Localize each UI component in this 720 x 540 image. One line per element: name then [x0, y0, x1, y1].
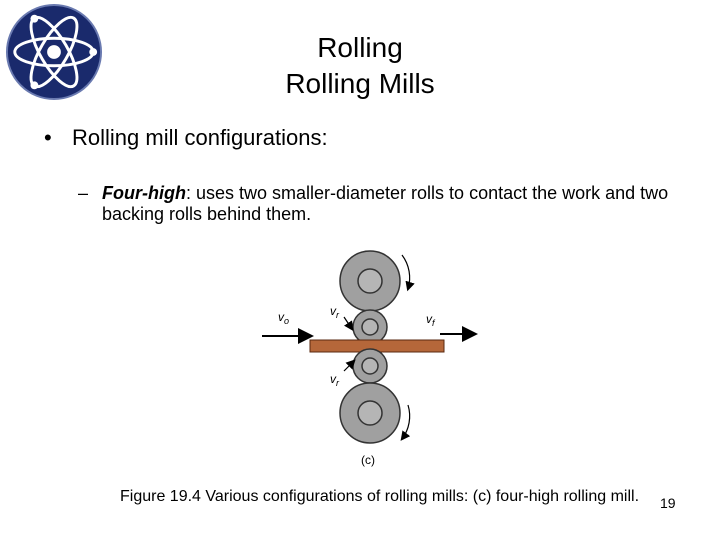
roll-velocity-arrow-bottom [343, 359, 356, 372]
rotation-arrow-top [401, 254, 415, 292]
sub-bullet-term: Four-high [102, 183, 186, 203]
bullet-text: Rolling mill configurations: [72, 125, 328, 150]
rotation-arrow-bottom [400, 404, 411, 441]
label-vo: vo [278, 310, 289, 326]
atom-logo-icon [5, 3, 103, 101]
title-line-2: Rolling Mills [285, 68, 435, 99]
slide-title: Rolling Rolling Mills [160, 30, 560, 102]
sub-bullet-dash: – [78, 183, 89, 203]
page-number: 19 [660, 495, 676, 511]
figure-caption: Figure 19.4 Various configurations of ro… [120, 488, 640, 505]
label-vf: vf [426, 312, 436, 328]
label-vr-top: vr [330, 304, 340, 320]
sub-bullet-text: : uses two smaller-diameter rolls to con… [102, 183, 669, 224]
label-vr-bottom: vr [330, 372, 340, 388]
four-high-mill-figure: vo vr vf vr (c) [262, 250, 478, 467]
title-line-1: Rolling [317, 32, 403, 63]
figure-panel-label: (c) [361, 453, 375, 467]
roll-velocity-arrow-top [343, 316, 354, 331]
bullet-marker: • [44, 125, 52, 150]
